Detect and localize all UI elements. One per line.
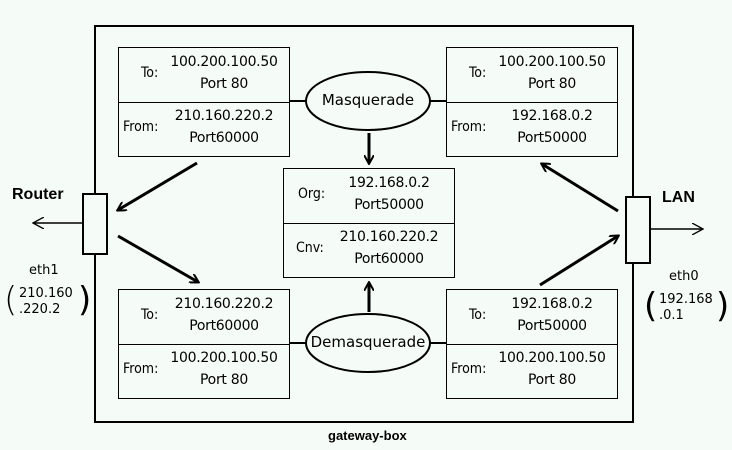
to-label: To: <box>141 65 159 81</box>
lan-interface <box>625 196 651 264</box>
cnv-label: Cnv: <box>296 240 324 256</box>
demasquerade-label: Demasquerade <box>310 333 426 351</box>
arrow-to-lan <box>539 236 618 287</box>
from-label: From: <box>123 361 159 377</box>
masquerade-ellipse <box>305 71 431 131</box>
router-label: Router <box>12 186 64 203</box>
from-label: From: <box>451 361 487 377</box>
arrow-from-lan <box>542 164 619 213</box>
org-label: Org: <box>298 186 326 202</box>
masquerade-label: Masquerade <box>321 91 415 109</box>
demasquerade-ellipse <box>305 313 431 373</box>
lan-label: LAN <box>662 189 695 206</box>
eth0-ip: ( 192.168 .0.1 ) <box>644 286 730 326</box>
to-label: To: <box>469 307 487 323</box>
gateway-box-label: gateway-box <box>328 428 407 443</box>
eth1-ip: ( 210.160 .220.2 ) <box>4 280 92 320</box>
eth1-label: eth1 <box>29 263 59 278</box>
arrow-from-router <box>117 234 198 282</box>
router-interface <box>82 193 108 255</box>
eth0-label: eth0 <box>669 269 699 284</box>
to-label: To: <box>141 307 159 323</box>
from-label: From: <box>123 119 159 135</box>
arrow-to-router <box>118 161 198 210</box>
from-label: From: <box>451 119 487 135</box>
to-label: To: <box>469 65 487 81</box>
